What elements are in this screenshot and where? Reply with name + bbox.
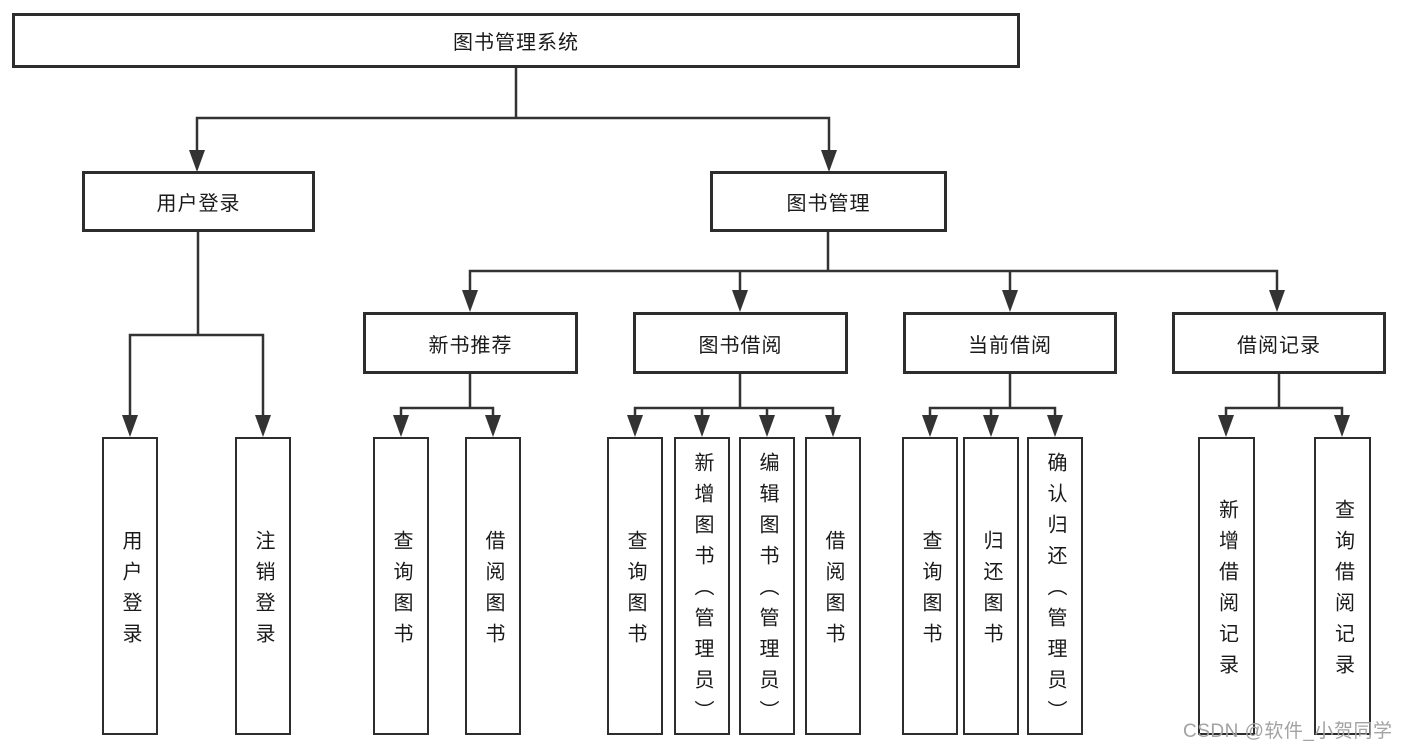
leaf-label: 编辑图书（管理员） (756, 452, 778, 731)
connector-borrow-records-children (1218, 372, 1350, 437)
leaf-borrow-books: 借阅图书 (805, 437, 861, 735)
leaf-label: 查询图书 (919, 529, 941, 654)
node-book-management: 图书管理 (710, 171, 947, 232)
leaf-label: 注销登录 (252, 529, 274, 654)
node-user-login: 用户登录 (82, 171, 315, 232)
connector-book-management-children (462, 230, 1285, 312)
leaf-add-borrow-record: 新增借阅记录 (1198, 437, 1255, 735)
connector-current-borrow-children (922, 372, 1063, 437)
leaf-label: 归还图书 (980, 529, 1002, 654)
leaf-query-books-borrow: 查询图书 (607, 437, 663, 735)
node-current-borrow: 当前借阅 (903, 312, 1117, 374)
leaf-borrow-books-recommend: 借阅图书 (465, 437, 521, 735)
leaf-return-books: 归还图书 (963, 437, 1019, 735)
leaf-user-login: 用户登录 (102, 437, 158, 735)
leaf-label: 新增借阅记录 (1215, 498, 1238, 685)
leaf-label: 确认归还（管理员） (1044, 452, 1066, 731)
leaf-logout: 注销登录 (235, 437, 291, 735)
node-root-system: 图书管理系统 (12, 13, 1020, 68)
connector-new-book-children (393, 372, 501, 437)
node-borrow-records: 借阅记录 (1172, 312, 1386, 374)
csdn-watermark: CSDN @软件_小贺同学 (1183, 721, 1393, 742)
leaf-confirm-return-admin: 确认归还（管理员） (1027, 437, 1083, 735)
leaf-query-borrow-record: 查询借阅记录 (1314, 437, 1371, 735)
leaf-add-books-admin: 新增图书（管理员） (674, 437, 730, 735)
leaf-label: 借阅图书 (482, 529, 504, 654)
node-new-book-recommend: 新书推荐 (363, 312, 578, 374)
leaf-label: 查询图书 (390, 529, 412, 654)
leaf-label: 借阅图书 (822, 529, 844, 654)
leaf-label: 查询图书 (624, 529, 646, 654)
leaf-query-books-recommend: 查询图书 (373, 437, 429, 735)
connector-root-to-level2 (189, 66, 837, 172)
leaf-label: 新增图书（管理员） (691, 452, 713, 731)
leaf-query-books-current: 查询图书 (902, 437, 958, 735)
connector-user-login-children (122, 230, 271, 437)
leaf-label: 查询借阅记录 (1331, 498, 1354, 685)
leaf-label: 用户登录 (119, 529, 141, 654)
leaf-edit-books-admin: 编辑图书（管理员） (739, 437, 795, 735)
node-book-borrow: 图书借阅 (633, 312, 848, 374)
connector-book-borrow-children (627, 372, 841, 437)
